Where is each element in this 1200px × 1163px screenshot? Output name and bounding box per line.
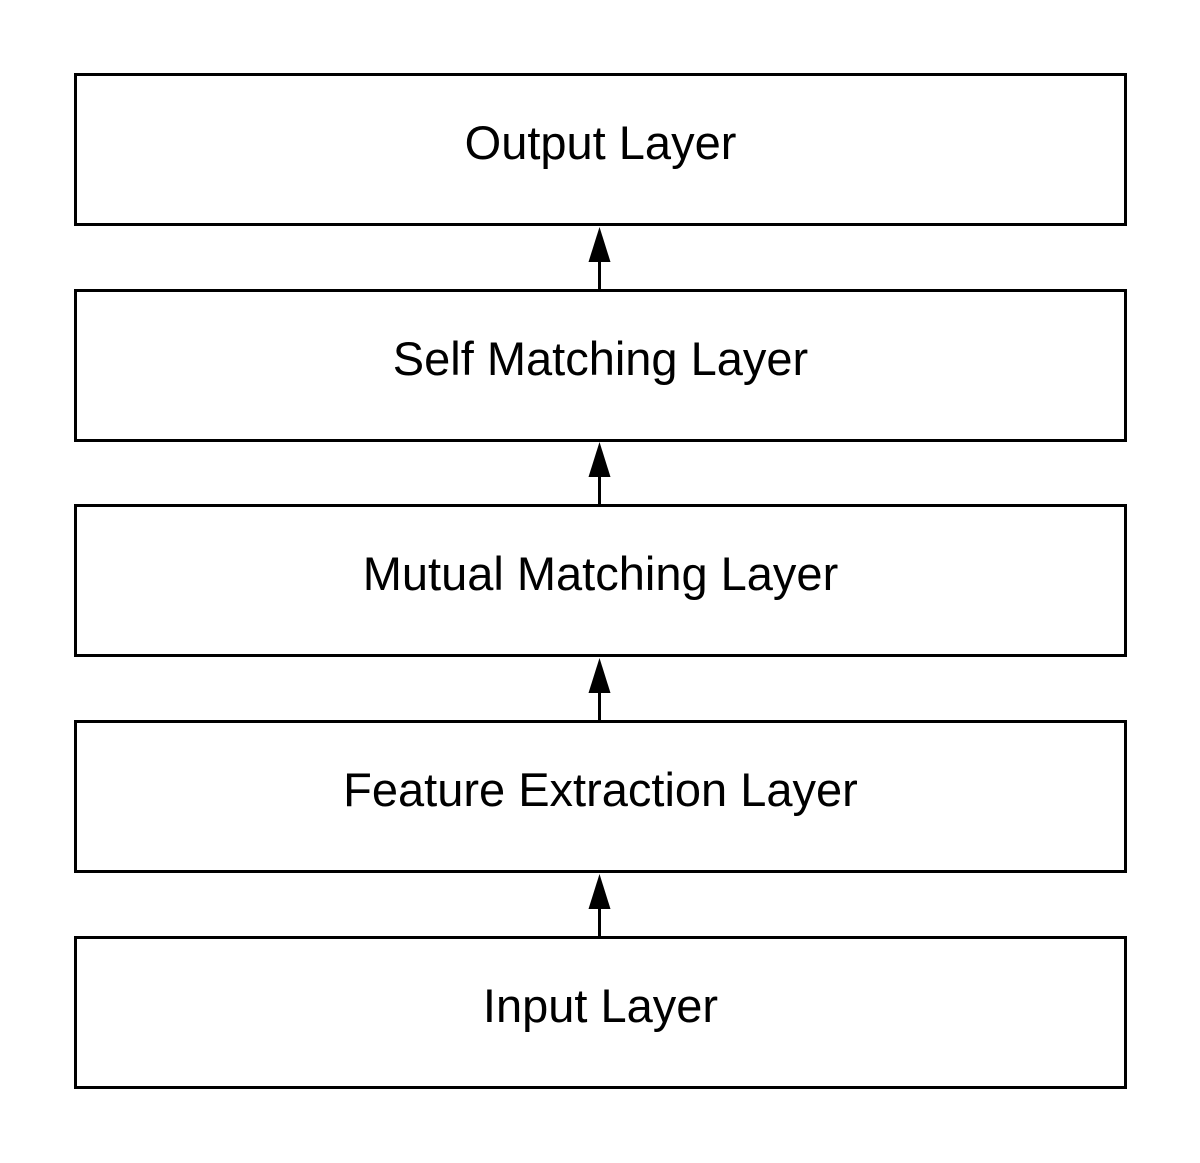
layer-box-input: Input Layer [74,936,1127,1089]
layer-label-mutual-matching: Mutual Matching Layer [362,547,839,600]
arrow-self-to-output [588,227,611,289]
layer-box-output: Output Layer [74,73,1127,226]
arrow-mutual-to-self [588,442,611,504]
layer-label-feature-extraction: Feature Extraction Layer [343,763,858,816]
layer-label-output: Output Layer [464,116,737,169]
arrow-feature-to-mutual [588,658,611,720]
layer-box-feature-extraction: Feature Extraction Layer [74,720,1127,873]
layer-label-input: Input Layer [482,979,719,1032]
arrow-input-to-feature [588,874,611,936]
layer-box-mutual-matching: Mutual Matching Layer [74,504,1127,657]
layer-box-self-matching: Self Matching Layer [74,289,1127,442]
layer-label-self-matching: Self Matching Layer [392,332,809,385]
